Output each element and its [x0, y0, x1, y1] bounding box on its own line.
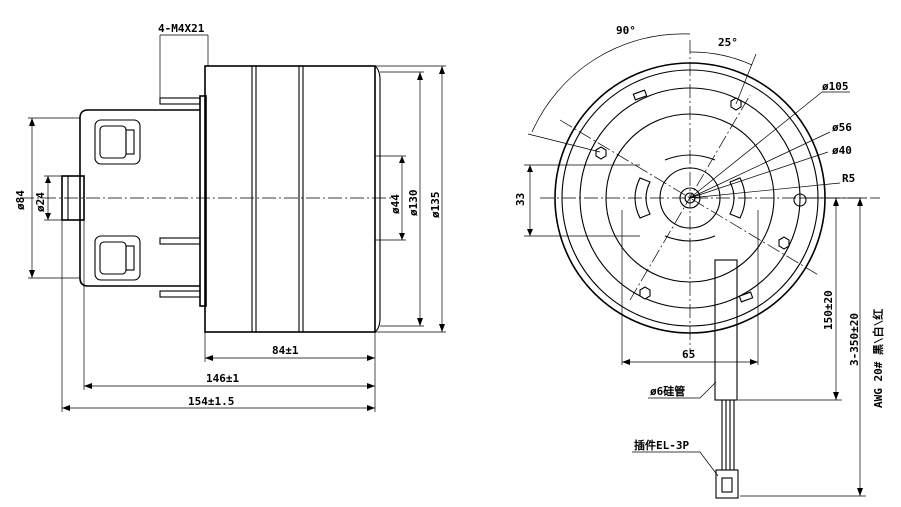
label-d135: ø135	[429, 192, 442, 219]
label-d40: ø40	[832, 144, 852, 157]
terminal-window	[94, 235, 141, 281]
label-d24: ø24	[34, 192, 47, 212]
terminal-window	[94, 119, 141, 165]
label-d56: ø56	[832, 121, 852, 134]
flange	[199, 95, 207, 307]
screw-stud	[159, 237, 201, 245]
nut	[595, 146, 607, 160]
label-d84: ø84	[14, 190, 27, 210]
label-ang25: 25°	[718, 36, 738, 49]
front-view: 90° 25° ø105 ø56 ø40 R5 33 65 150±20	[514, 24, 885, 499]
label-connector: 插件EL-3P	[634, 438, 689, 452]
label-wire: AWG 20# 黑\白\红	[871, 309, 885, 408]
label-dim33: 33	[514, 193, 527, 206]
label-len146: 146±1	[206, 372, 239, 385]
label-d44: ø44	[389, 194, 402, 214]
screw-stud	[159, 97, 201, 105]
label-lead350: 3-350±20	[848, 313, 861, 366]
motor-body	[204, 65, 376, 333]
label-lead150: 150±20	[822, 290, 835, 330]
label-d130: ø130	[407, 190, 420, 217]
label-screw: 4-M4X21	[158, 22, 205, 35]
hub	[61, 175, 85, 221]
slot	[729, 177, 746, 219]
bracket	[79, 109, 200, 287]
label-len84: 84±1	[272, 344, 299, 357]
side-view: 4-M4X21 ø84 ø24 ø44 ø130 ø135	[14, 22, 446, 412]
label-len154: 154±1.5	[188, 395, 234, 408]
label-tube: ø6硅管	[650, 384, 685, 398]
nut	[778, 236, 790, 250]
label-dim65: 65	[682, 348, 695, 361]
label-ang90: 90°	[616, 24, 636, 37]
hole-r5	[793, 193, 807, 207]
connector	[715, 469, 739, 499]
nut	[639, 286, 651, 300]
slot	[634, 177, 651, 219]
label-r5: R5	[842, 172, 855, 185]
label-d105: ø105	[822, 80, 849, 93]
screw-stud	[159, 290, 201, 298]
